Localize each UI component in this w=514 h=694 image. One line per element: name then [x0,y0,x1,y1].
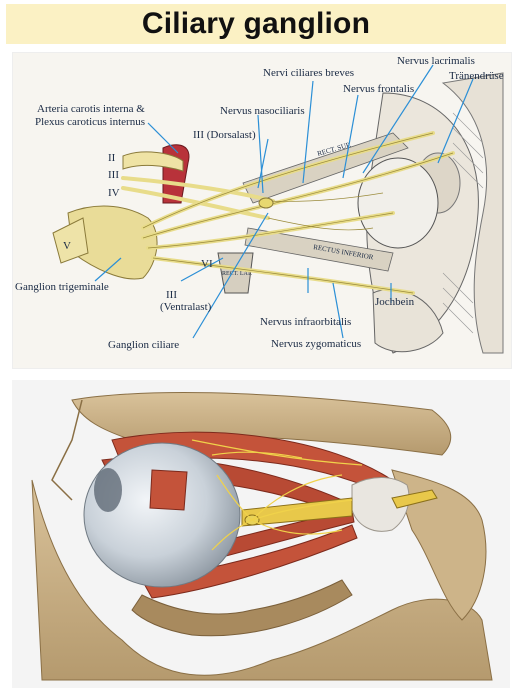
title-banner: Ciliary ganglion [6,4,506,44]
label-nervus-nasociliaris: Nervus nasociliaris [220,105,305,117]
label-iii-dorsalast: III (Dorsalast) [193,129,256,141]
muscle-label-3: RECT. LAT. [222,271,252,277]
label-iii-ventral-2: (Ventralast) [160,301,212,313]
label-traenendruese: Tränendrüse [449,70,504,82]
label-iii-ventral-1: III [166,289,177,301]
label-iii: III [108,169,119,181]
label-ganglion-trigeminale: Ganglion trigeminale [15,281,109,293]
label-nervi-ciliares-breves: Nervi ciliares breves [263,67,355,79]
anatomical-engraving-panel: RECT. SUP. RECTUS INFERIOR RECT. LAT. [12,52,512,369]
orbit-render-illustration [31,392,493,681]
label-arteria-carotis-2: Plexus caroticus internus [35,116,145,128]
orbit-3d-render-panel [12,380,510,688]
page-title: Ciliary ganglion [141,7,371,40]
label-nervus-zygomaticus: Nervus zygomaticus [271,338,362,350]
label-nervus-infraorbitalis: Nervus infraorbitalis [260,316,352,328]
label-jochbein: Jochbein [375,296,415,308]
label-ganglion-ciliare: Ganglion ciliare [108,339,180,351]
label-ii: II [108,152,116,164]
label-vi: VI [201,258,213,270]
label-arteria-carotis-1: Arteria carotis interna & [37,103,145,115]
label-v: V [63,240,71,252]
label-nervus-lacrimalis: Nervus lacrimalis [397,55,475,67]
label-iv: IV [108,187,120,199]
engraving-illustration: RECT. SUP. RECTUS INFERIOR RECT. LAT. [52,64,504,354]
label-nervus-frontalis: Nervus frontalis [343,83,415,95]
